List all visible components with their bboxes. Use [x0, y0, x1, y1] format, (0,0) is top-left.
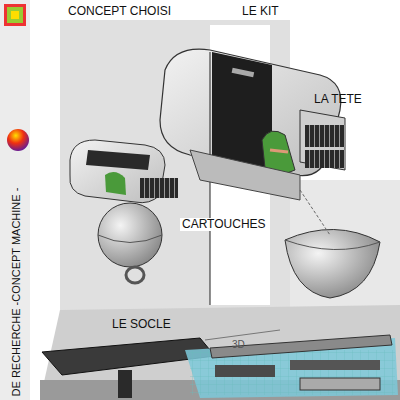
part-label: CARTOUCHES	[180, 218, 268, 231]
part-label: LA TETE	[314, 93, 362, 106]
note: 3D	[232, 339, 245, 350]
vertical-banner: DE RECHERCHE -CONCEPT MACHINE -	[10, 187, 22, 396]
part-label: LE SOCLE	[112, 318, 171, 331]
title: CONCEPT CHOISI	[68, 5, 171, 18]
part-label: LE KIT	[242, 5, 279, 18]
